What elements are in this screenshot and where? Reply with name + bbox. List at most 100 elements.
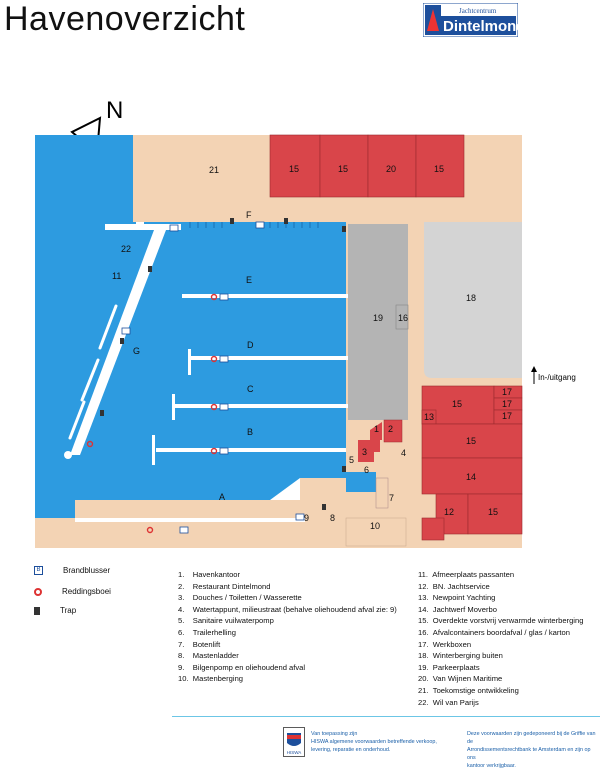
outdoor-storage — [424, 222, 522, 378]
boat-lift — [375, 477, 389, 509]
jetty-g-end — [64, 451, 72, 459]
legend-item-1: 1. Havenkantoor — [178, 570, 241, 579]
page-title: Havenoverzicht — [4, 0, 246, 38]
legend-item-22: 22. Wil van Parijs — [418, 697, 479, 707]
legend-lifebuoy-label: Reddingsboei — [62, 587, 111, 596]
legend-item-9: 9. Bilgenpomp en oliehoudend afval — [178, 662, 306, 672]
entrance-arrow: In-/uitgang — [531, 366, 576, 384]
legend-item-19: 19. Parkeerplaats — [418, 662, 480, 672]
legend-item-8: 8. Mastenladder — [178, 651, 239, 661]
footer-right-line-2: Arrondissementsrechtbank te Amsterdam en… — [467, 747, 591, 761]
zone-2: 2 — [388, 424, 393, 434]
pier-label-e: E — [246, 275, 252, 285]
legend-item-18: 18. Winterberging buiten — [418, 651, 503, 661]
container-area — [395, 304, 409, 330]
zone-15f: 15 — [488, 507, 498, 517]
legend-item-10: 10. Mastenberging — [178, 674, 244, 684]
legend-item-21: 21. Toekomstige ontwikkeling — [418, 685, 519, 695]
extinguisher-icon: B — [34, 566, 43, 575]
footer-right-line-3: kantoor verkrijgbaar. — [467, 763, 516, 769]
zone-10: 10 — [370, 521, 380, 531]
legend-item-16: 16. Afvalcontainers boordafval / glas / … — [418, 627, 570, 637]
legend-extinguisher-label: Brandblusser — [63, 566, 111, 575]
pier-label-d: D — [247, 340, 254, 350]
pier-label-g: G — [133, 346, 140, 356]
zone-17a: 17 — [502, 387, 512, 397]
zone-18: 18 — [466, 293, 476, 303]
legend-item-6: 6. Trailerhelling — [178, 627, 236, 637]
ladder-markers — [100, 218, 346, 510]
zone-4: 4 — [401, 448, 406, 458]
logo-sub: Jachtcentrum — [459, 7, 497, 15]
legend-item-17: 17. Werkboxen — [418, 639, 472, 649]
harbour-map: N — [35, 97, 576, 548]
legend-item-20: 20. Van Wijnen Maritime — [418, 674, 503, 684]
legend-lifebuoy: Reddingsboei — [34, 587, 164, 596]
zone-5: 5 — [349, 455, 354, 465]
zone-15e: 15 — [466, 436, 476, 446]
hiswa-label: HISWA — [287, 750, 302, 755]
finger-piers — [189, 222, 319, 228]
footer-left-line-3: levering, reparatie en onderhoud. — [311, 747, 391, 753]
legend-item-2: 2. Restaurant Dintelmond — [178, 581, 271, 591]
legend-item-14: 14. Jachtwerf Moverbo — [418, 604, 497, 614]
zone-21: 21 — [209, 165, 219, 175]
zone-12: 12 — [444, 507, 454, 517]
legend-item-15: 15. Overdekte vorstvrij verwarmde winter… — [418, 616, 584, 626]
zone-13: 13 — [424, 412, 434, 422]
legend-extinguisher: B Brandblusser — [34, 566, 164, 575]
legend-item-11: 11. Afmeerplaats passanten — [418, 570, 515, 579]
legend-list-right: 11. Afmeerplaats passanten 12. BN. Jacht… — [418, 569, 583, 708]
dintelmond-logo: Jachtcentrum Dintelmond — [423, 3, 518, 37]
legend-list-left: 1. Havenkantoor 2. Restaurant Dintelmond… — [178, 569, 397, 685]
legend-ladder-label: Trap — [60, 606, 77, 615]
top-buildings — [269, 134, 465, 198]
footer-divider — [172, 716, 600, 717]
legend-item-3: 3. Douches / Toiletten / Wasserette — [178, 593, 302, 603]
zone-15b: 15 — [338, 164, 348, 174]
building-10 — [345, 517, 407, 547]
zone-15a: 15 — [289, 164, 299, 174]
zone-1: 1 — [374, 424, 379, 434]
lifebuoy-icon — [34, 587, 42, 596]
jetties — [70, 222, 348, 522]
office-buildings — [358, 419, 403, 462]
extinguisher-markers — [121, 221, 305, 534]
zone-16: 16 — [398, 313, 408, 323]
zone-15d: 15 — [452, 399, 462, 409]
north-label: N — [106, 97, 123, 124]
zone-7: 7 — [389, 493, 394, 503]
lifebuoy-markers — [86, 293, 218, 534]
zone-17c: 17 — [502, 411, 512, 421]
legend-item-7: 7. Botenlift — [178, 639, 221, 649]
zone-6: 6 — [364, 465, 369, 475]
moored-boats — [68, 304, 118, 440]
footer-left-text: Van toepassing zijn HISWA algemene voorw… — [311, 730, 437, 754]
zone-14: 14 — [466, 472, 476, 482]
footer-left-line-1: Van toepassing zijn — [311, 731, 358, 737]
zone-15c: 15 — [434, 164, 444, 174]
zone-11: 11 — [112, 271, 121, 281]
legend-item-13: 13. Newpoint Yachting — [418, 593, 496, 603]
pier-label-b: B — [247, 427, 253, 437]
logo-brand: Dintelmond — [443, 18, 518, 35]
zone-9: 9 — [304, 513, 309, 523]
footer-right-text: Deze voorwaarden zijn gedeponeerd bij de… — [467, 730, 600, 770]
hiswa-logo: HISWA — [283, 727, 305, 757]
ladder-icon — [34, 606, 40, 615]
pier-label-f: F — [246, 210, 252, 220]
east-buildings — [421, 385, 523, 541]
zone-3: 3 — [362, 447, 367, 457]
legend-item-5: 5. Sanitaire vuilwaterpomp — [178, 616, 274, 626]
zone-22: 22 — [121, 244, 131, 254]
legend-item-4: 4. Watertappunt, milieustraat (behalve o… — [178, 604, 397, 614]
footer-left-line-2: HISWA algemene voorwaarden betreffende v… — [311, 739, 437, 745]
pier-label-c: C — [247, 384, 254, 394]
footer-right-line-1: Deze voorwaarden zijn gedeponeerd bij de… — [467, 731, 596, 745]
zone-20: 20 — [386, 164, 396, 174]
land-north-strip — [133, 208, 413, 222]
legend-item-12: 12. BN. Jachtservice — [418, 581, 490, 591]
legend-ladder: Trap — [34, 606, 164, 615]
pier-label-a: A — [219, 492, 225, 502]
slipway — [346, 472, 376, 492]
